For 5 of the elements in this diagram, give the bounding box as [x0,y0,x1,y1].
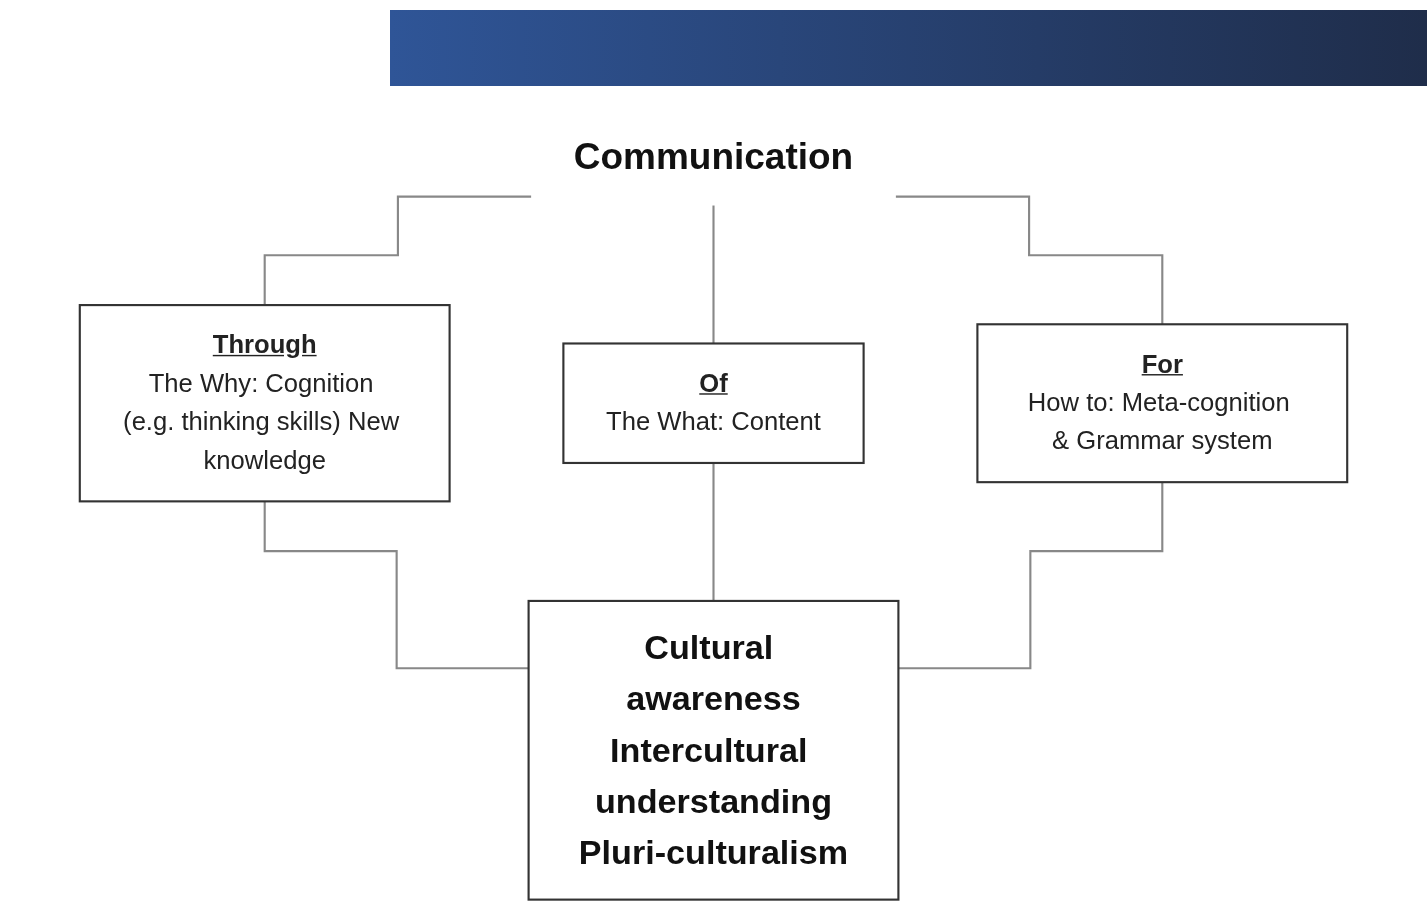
node-box: Cultural awareness Intercultural understanding Pluri-culturalism [527,599,900,901]
node-box: Of The What: Content [562,342,865,465]
node-text: Communication [573,134,854,178]
node-box: Through The Why: Cognition (e.g. thinking skills) New knowledge [78,304,451,503]
node-box: For How to: Meta-cognition & Grammar system [976,323,1349,484]
